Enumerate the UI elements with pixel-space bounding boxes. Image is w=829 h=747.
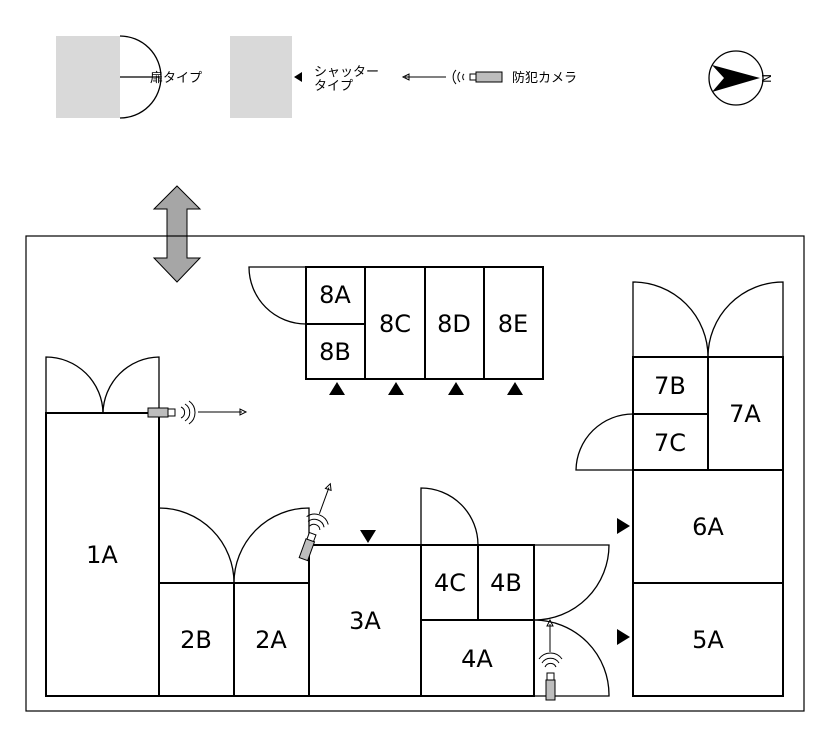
room-6A-label: 6A bbox=[692, 513, 724, 541]
shutter-8E-icon bbox=[507, 382, 523, 395]
room-4C-label: 4C bbox=[434, 569, 466, 597]
legend-shutter-label-1: シャッター bbox=[314, 65, 379, 80]
room-7A-label: 7A bbox=[729, 400, 761, 428]
shutter-6A-icon bbox=[617, 518, 630, 534]
entrance-arrow-icon bbox=[152, 185, 202, 283]
room-7C-label: 7C bbox=[654, 429, 686, 457]
compass-north-label: N bbox=[759, 74, 773, 83]
shutter-5A-icon bbox=[617, 629, 630, 645]
legend-shutter-label-2: タイプ bbox=[314, 79, 353, 94]
legend-door-label: 扉タイプ bbox=[150, 70, 202, 86]
room-8B-label: 8B bbox=[319, 338, 351, 366]
compass-icon: N bbox=[708, 50, 773, 106]
building-1 bbox=[45, 356, 422, 697]
legend-camera-label: 防犯カメラ bbox=[512, 70, 577, 86]
room-7B-label: 7B bbox=[654, 372, 686, 400]
building-4 bbox=[420, 544, 535, 697]
camera-2-icon bbox=[298, 482, 332, 562]
camera-1-icon bbox=[147, 400, 248, 425]
room-1A-label: 1A bbox=[86, 541, 118, 569]
room-8E-label: 8E bbox=[498, 310, 528, 338]
building-8-door bbox=[248, 266, 307, 325]
legend-door-block bbox=[56, 36, 120, 118]
building-5-7 bbox=[632, 356, 784, 697]
shutter-arrow-icon bbox=[294, 72, 302, 82]
shutter-8B-icon bbox=[329, 382, 345, 395]
room-3A-label: 3A bbox=[349, 607, 381, 635]
camera-3-icon bbox=[538, 618, 563, 701]
building-7-doors bbox=[575, 281, 784, 471]
room-4A-label: 4A bbox=[461, 645, 493, 673]
building-4-doors bbox=[420, 487, 610, 697]
shutter-8C-icon bbox=[388, 382, 404, 395]
room-8D-label: 8D bbox=[437, 310, 471, 338]
room-8A-label: 8A bbox=[319, 281, 351, 309]
legend-door-swing-icon bbox=[119, 35, 162, 119]
legend-shutter-block bbox=[230, 36, 292, 118]
site-boundary bbox=[25, 235, 805, 712]
room-2A-label: 2A bbox=[255, 626, 287, 654]
room-8C-label: 8C bbox=[379, 310, 411, 338]
shutter-8D-icon bbox=[448, 382, 464, 395]
room-2B-label: 2B bbox=[180, 626, 212, 654]
legend-camera-icon bbox=[401, 69, 503, 85]
shutter-3A-icon bbox=[360, 530, 376, 543]
room-5A-label: 5A bbox=[692, 626, 724, 654]
building-8 bbox=[305, 266, 544, 380]
room-4B-label: 4B bbox=[490, 569, 522, 597]
legend: 扉タイプ シャッター タイプ 防犯カメラ N bbox=[56, 35, 773, 119]
